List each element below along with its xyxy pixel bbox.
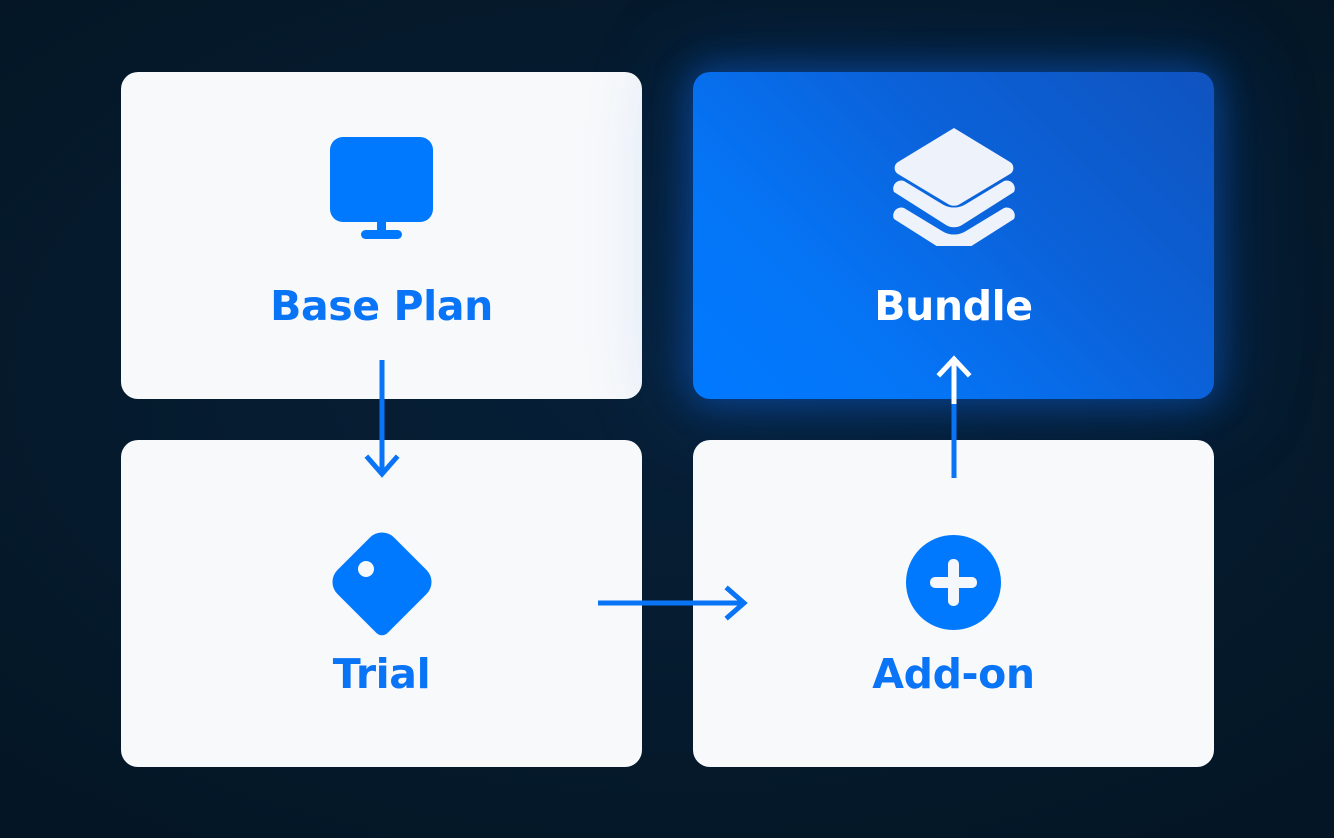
tag-icon xyxy=(121,525,642,639)
tag-body xyxy=(324,525,439,639)
monitor-stem xyxy=(377,219,386,233)
layers-icon xyxy=(693,122,1214,247)
monitor-icon xyxy=(121,134,642,244)
plus-circle-icon xyxy=(693,535,1214,630)
connector-trial-to-add-on xyxy=(598,585,748,621)
tag-hole xyxy=(357,561,374,577)
card-bundle[interactable]: Bundle xyxy=(693,72,1214,399)
card-trial-label: Trial xyxy=(332,650,431,698)
card-trial[interactable]: Trial xyxy=(121,440,642,767)
connector-add-on-to-bundle xyxy=(936,355,972,478)
monitor-screen xyxy=(330,137,433,222)
connector-base-plan-to-trial xyxy=(364,360,400,478)
card-add-on-label: Add-on xyxy=(872,650,1035,698)
card-base-plan[interactable]: Base Plan xyxy=(121,72,642,399)
card-base-plan-label: Base Plan xyxy=(270,282,493,330)
card-add-on[interactable]: Add-on xyxy=(693,440,1214,767)
plus-vertical-bar xyxy=(948,559,959,606)
monitor-base xyxy=(361,230,402,239)
card-bundle-label: Bundle xyxy=(874,282,1033,330)
